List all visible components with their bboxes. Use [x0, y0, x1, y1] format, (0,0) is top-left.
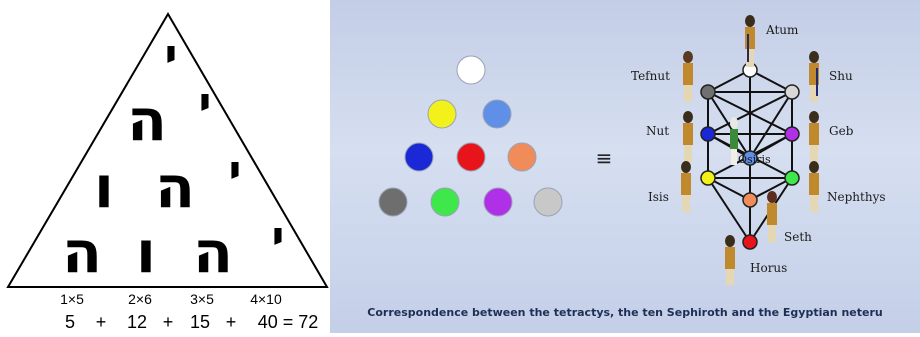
correspondence-figure: ≡ — [367, 15, 886, 319]
sephirah-node-malkuth — [742, 234, 758, 250]
tetractys-dot — [483, 187, 513, 217]
deity-label-geb: Geb — [829, 124, 854, 138]
hebrew-letter-yod: י — [272, 212, 285, 263]
sephirah-node-hod — [700, 170, 716, 186]
multiplier-label: 1×5 — [60, 291, 84, 307]
multiplier-label: 3×5 — [190, 291, 214, 307]
deity-figure-osiris — [730, 117, 738, 165]
tetractys-dot — [427, 99, 457, 129]
sum-operator: + — [96, 312, 107, 332]
tetractys-dot — [456, 142, 486, 172]
tetractys-dot — [482, 99, 512, 129]
deity-label-osiris: Osiris — [738, 153, 771, 166]
sum-term: 15 — [190, 312, 210, 332]
tetractys-dot — [507, 142, 537, 172]
deity-label-atum: Atum — [765, 23, 799, 37]
tetractys-dot — [404, 142, 434, 172]
hebrew-letter-yod: י — [229, 146, 242, 197]
deity-label-nephthys: Nephthys — [827, 190, 886, 204]
deity-figure-tefnut — [683, 51, 693, 102]
sum-result: 40 = 72 — [258, 312, 319, 332]
hebrew-letter-he: ה — [127, 86, 167, 154]
deity-figure-geb — [809, 111, 819, 162]
hebrew-letter-vav: ו — [136, 218, 156, 286]
deity-figure-horus — [725, 235, 735, 285]
sum-operator: + — [163, 312, 174, 332]
hebrew-letter-he: ה — [62, 218, 102, 286]
hebrew-letter-yod: י — [165, 30, 178, 81]
tetractys-dots — [378, 55, 563, 217]
tetractys-dot — [378, 187, 408, 217]
tetractys-triangle-figure: י ה י ו ה י ה ו ה י 1×5 2×6 3×5 4×10 5 +… — [6, 12, 329, 332]
deity-label-isis: Isis — [648, 190, 669, 204]
deity-label-seth: Seth — [784, 230, 812, 244]
sum-operator: + — [226, 312, 237, 332]
tetractys-dot — [430, 187, 460, 217]
sum-term: 12 — [127, 312, 147, 332]
hebrew-letter-yod: י — [199, 78, 212, 129]
sephirah-node-yesod — [742, 192, 758, 208]
sephirah-node-geburah — [700, 126, 716, 142]
sephirah-node-chesed — [784, 126, 800, 142]
tetractys-dot — [533, 187, 563, 217]
hebrew-letter-he: ה — [193, 218, 233, 286]
equivalence-symbol: ≡ — [596, 146, 613, 170]
multiplier-label: 4×10 — [250, 291, 282, 307]
deity-figure-atum — [745, 15, 755, 67]
deity-figure-shu — [809, 51, 819, 102]
hebrew-letter-vav: ו — [94, 153, 114, 221]
hebrew-tetractys-panel: י ה י ו ה י ה ו ה י 1×5 2×6 3×5 4×10 5 +… — [0, 0, 330, 333]
sephirah-node-chokmah — [784, 84, 800, 100]
triangle-outline — [6, 12, 329, 288]
deity-label-tefnut: Tefnut — [631, 69, 670, 83]
deity-figure-seth — [767, 191, 777, 242]
deity-figure-nephthys — [809, 161, 819, 212]
sephirah-node-tiphareth — [742, 150, 758, 166]
sephiroth-neteru-panel: ≡ — [330, 0, 920, 333]
hebrew-letter-he: ה — [155, 153, 195, 221]
deity-label-nut: Nut — [646, 124, 669, 138]
deity-figures — [681, 15, 819, 285]
sum-term: 5 — [65, 312, 75, 332]
deity-figure-isis — [681, 161, 691, 212]
deity-label-shu: Shu — [829, 69, 853, 83]
sephiroth-nodes — [700, 62, 800, 250]
figure-caption: Correspondence between the tetractys, th… — [367, 306, 882, 319]
multiplier-label: 2×6 — [128, 291, 152, 307]
deity-figure-nut — [683, 111, 693, 162]
deity-label-horus: Horus — [750, 261, 787, 275]
sephirah-node-netzach — [784, 170, 800, 186]
sephirah-node-binah — [700, 84, 716, 100]
tetractys-dot — [456, 55, 486, 85]
